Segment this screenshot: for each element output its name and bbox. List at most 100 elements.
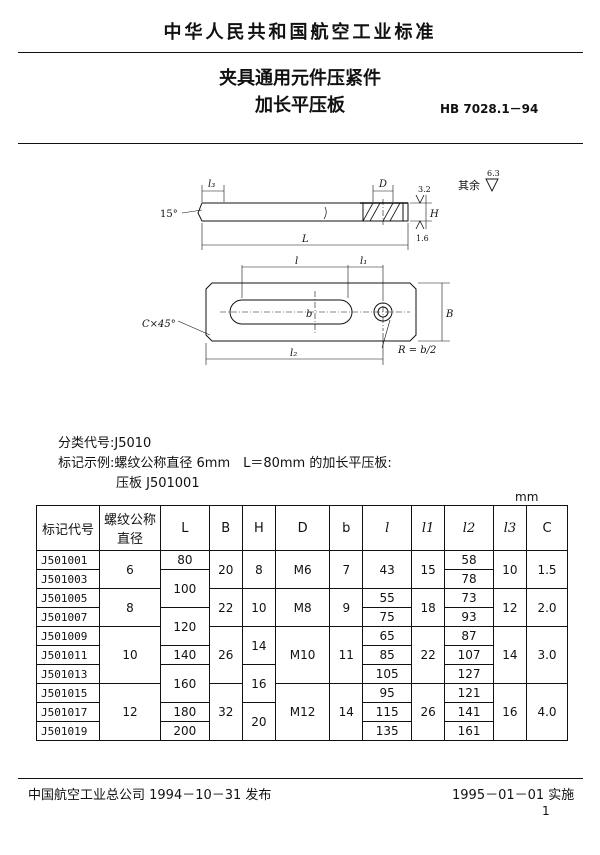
table-row: J501011 140 85 107	[36, 645, 568, 665]
col-header: l2	[444, 505, 494, 551]
col-header: 标记代号	[36, 505, 100, 551]
l1-cell: 15	[411, 550, 446, 589]
col-header: 螺纹公称直径	[99, 505, 161, 551]
H-cell: 16	[241, 664, 276, 703]
label-B: B	[445, 309, 453, 320]
L-cell: 180	[160, 702, 210, 722]
label-angle: 15°	[160, 209, 178, 220]
col-header: l	[362, 505, 413, 551]
table-row: J501015 12 32 M12 14 95 26 121 16 4.0	[36, 683, 568, 741]
L-cell: 140	[160, 645, 210, 665]
label-rest-ra: 6.3	[487, 169, 500, 178]
l-cell: 75	[362, 607, 413, 627]
table-row: J501003 100 78	[36, 569, 568, 608]
org-header: 中华人民共和国航空工业标准	[163, 22, 437, 43]
code-cell: J501009	[36, 626, 100, 646]
l3-cell: 10	[492, 550, 528, 589]
mark-example: 标记示例:螺纹公称直径 6mm L＝80mm 的加长平压板:	[58, 456, 392, 471]
code-cell: J501019	[36, 721, 100, 741]
mark-text: 压板 J501001	[116, 476, 200, 491]
l-cell: 85	[362, 645, 413, 665]
spec-table: 标记代号 螺纹公称直径 L B H D b l l1 l2 l3 C J5010…	[36, 505, 568, 741]
col-header: l3	[492, 505, 528, 551]
b-cell: 9	[329, 588, 364, 627]
code-cell: J501013	[36, 664, 100, 684]
L-cell: 200	[160, 721, 210, 741]
table-row: J501001 6 80 20 8 M6 7 43 15 58 10 1.5	[36, 550, 568, 589]
l3-cell: 16	[492, 683, 528, 741]
l2-cell: 93	[444, 607, 494, 627]
code-cell: J501001	[36, 550, 100, 570]
l-cell: 95	[362, 683, 413, 703]
l2-cell: 87	[444, 626, 494, 646]
C-cell: 2.0	[526, 588, 568, 627]
label-radius: R = b/2	[397, 345, 436, 356]
title-line-1: 夹具通用元件压紧件	[219, 68, 381, 89]
D-cell: M6	[274, 550, 331, 589]
table-row: J501013 160 16 105 127	[36, 664, 568, 703]
label-D: D	[378, 179, 387, 190]
l-cell: 105	[362, 664, 413, 684]
label-L: L	[301, 234, 309, 245]
label-l: l	[295, 256, 298, 267]
col-header: l1	[411, 505, 446, 551]
label-rest: 其余	[458, 178, 480, 192]
l2-cell: 78	[444, 569, 494, 589]
D-cell: M10	[274, 626, 331, 684]
code-cell: J501011	[36, 645, 100, 665]
B-cell: 26	[208, 626, 243, 684]
code-cell: J501007	[36, 607, 100, 627]
title-line-2: 加长平压板	[255, 95, 345, 116]
H-cell: 20	[241, 702, 276, 741]
table-header-row: 标记代号 螺纹公称直径 L B H D b l l1 l2 l3 C	[36, 505, 568, 551]
l3-cell: 12	[492, 588, 528, 627]
label-l1: l₁	[360, 256, 367, 267]
D-cell: M8	[274, 588, 331, 627]
l2-cell: 127	[444, 664, 494, 684]
l2-cell: 107	[444, 645, 494, 665]
l-cell: 43	[362, 550, 413, 589]
label-b: b	[306, 309, 312, 320]
table-row: J501005 8 22 10 M8 9 55 18 73 12 2.0	[36, 588, 568, 627]
side-view-outline	[197, 202, 409, 222]
B-cell: 32	[208, 683, 243, 741]
B-cell: 22	[208, 588, 243, 627]
l2-cell: 73	[444, 588, 494, 608]
l1-cell: 26	[411, 683, 446, 741]
b-cell: 14	[329, 683, 364, 741]
col-header: D	[274, 505, 331, 551]
slot-outline	[229, 299, 353, 325]
code-cell: J501015	[36, 683, 100, 703]
l2-cell: 161	[444, 721, 494, 741]
l2-cell: 141	[444, 702, 494, 722]
col-header: b	[329, 505, 364, 551]
label-H: H	[429, 209, 439, 220]
top-rule	[18, 52, 583, 53]
b-cell: 11	[329, 626, 364, 684]
l1-cell: 22	[411, 626, 446, 684]
l-cell: 65	[362, 626, 413, 646]
top-view-outline	[205, 282, 417, 342]
C-cell: 3.0	[526, 626, 568, 684]
code-cell: J501005	[36, 588, 100, 608]
thread-cell: 10	[99, 626, 161, 684]
implement-date: 1995－01－01 实施	[452, 788, 575, 803]
thread-cell: 12	[99, 683, 161, 741]
code-cell: J501017	[36, 702, 100, 722]
label-ra-top: 3.2	[418, 185, 431, 194]
table-row: J501009 10 26 14 M10 11 65 22 87 14 3.0	[36, 626, 568, 684]
page-number: 1	[542, 804, 550, 818]
table-row: J501017 180 20 115 141	[36, 702, 568, 741]
L-cell: 100	[160, 569, 210, 608]
C-cell: 4.0	[526, 683, 568, 741]
header-rule	[18, 143, 583, 144]
class-code: 分类代号:J5010	[58, 436, 152, 451]
l-cell: 55	[362, 588, 413, 608]
l-cell: 135	[362, 721, 413, 741]
l2-cell: 121	[444, 683, 494, 703]
l2-cell: 58	[444, 550, 494, 570]
L-cell: 80	[160, 550, 210, 570]
label-l2: l₂	[290, 348, 297, 359]
thread-cell: 8	[99, 588, 161, 627]
thread-cell: 6	[99, 550, 161, 589]
